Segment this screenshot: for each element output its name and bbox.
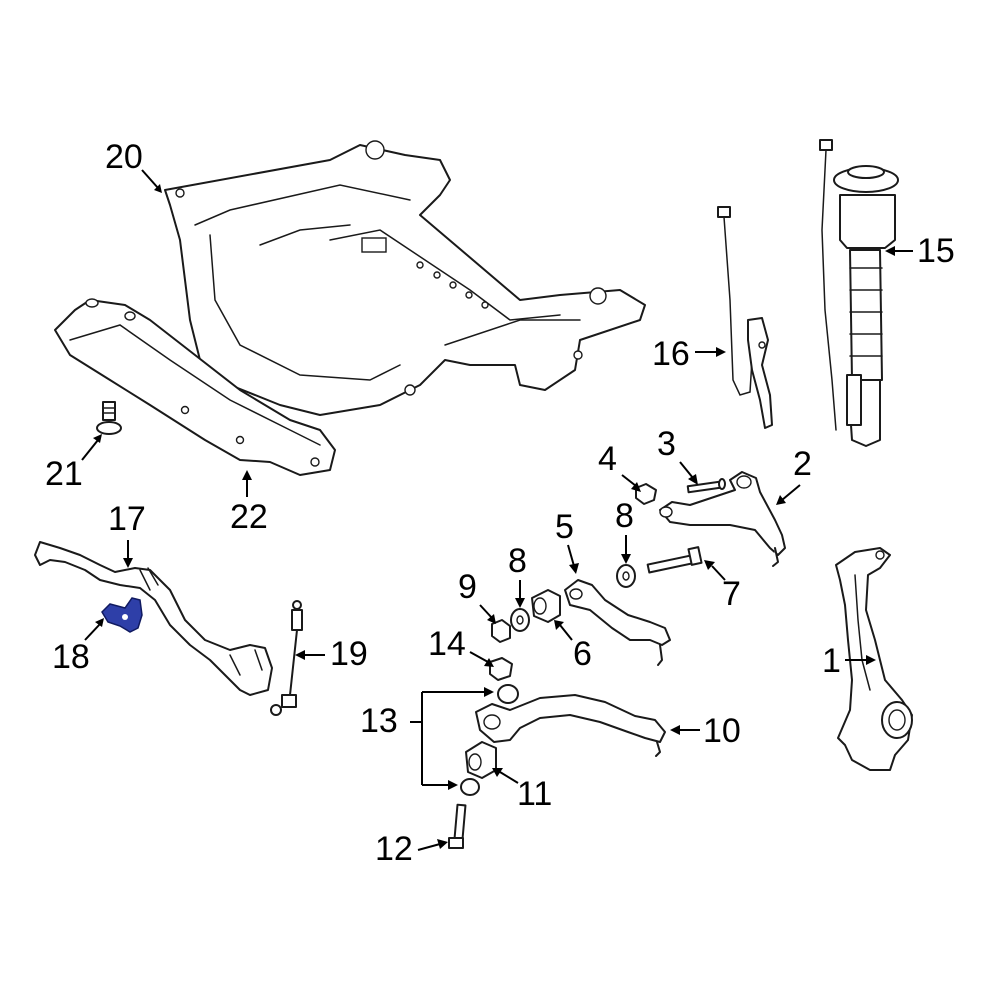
callout-8a: 8 <box>615 497 634 535</box>
callout-5: 5 <box>555 508 574 546</box>
callout-15: 15 <box>917 232 955 270</box>
rear-arm-bolt[interactable] <box>646 546 703 574</box>
leader-18 <box>84 623 101 641</box>
callout-6: 6 <box>573 635 592 673</box>
leader-12 <box>417 843 441 851</box>
leader-20 <box>141 169 159 189</box>
callout-16: 16 <box>652 335 690 373</box>
leader-9 <box>479 604 493 619</box>
callout-20: 20 <box>105 138 143 176</box>
callout-22: 22 <box>230 498 268 536</box>
leader-14 <box>469 651 489 663</box>
lower-rear-arm[interactable] <box>564 579 671 666</box>
stabilizer-bar[interactable] <box>34 541 273 696</box>
callout-2: 2 <box>793 445 812 483</box>
callout-12: 12 <box>375 830 413 868</box>
leader-4 <box>621 474 637 487</box>
callout-7: 7 <box>722 575 741 613</box>
callout-3: 3 <box>657 425 676 463</box>
callout-17: 17 <box>108 500 146 538</box>
callout-14: 14 <box>428 625 466 663</box>
leader-13 <box>410 691 486 786</box>
leader-6 <box>559 624 573 641</box>
leader-3 <box>679 461 694 479</box>
front-arm-bolt[interactable] <box>448 803 467 849</box>
stabilizer-bracket[interactable] <box>101 597 143 633</box>
callout-21: 21 <box>45 455 83 493</box>
upper-arm-bolt[interactable] <box>686 478 726 494</box>
callout-11: 11 <box>517 775 552 813</box>
lower-front-arm[interactable] <box>475 694 666 757</box>
front-arm-bushing[interactable] <box>465 741 497 779</box>
callout-19: 19 <box>330 635 368 673</box>
cross-member[interactable] <box>54 298 336 476</box>
engine-cradle[interactable] <box>164 140 646 416</box>
leader-5 <box>567 544 575 567</box>
sensor-wire[interactable] <box>717 206 773 429</box>
cradle-bolt[interactable] <box>96 401 122 435</box>
front-arm-nut[interactable] <box>489 657 513 681</box>
callout-9: 9 <box>458 568 477 606</box>
callout-18: 18 <box>52 638 90 676</box>
leader-7 <box>711 565 726 581</box>
front-arm-washers[interactable] <box>460 684 519 796</box>
leader-11 <box>499 771 519 784</box>
washer[interactable] <box>510 608 530 632</box>
rear-arm-nut[interactable] <box>491 619 511 643</box>
upper-control-arm[interactable] <box>659 471 786 567</box>
upper-arm-nut[interactable] <box>635 483 657 505</box>
callout-1: 1 <box>822 642 841 680</box>
rear-arm-bushing[interactable] <box>531 589 561 623</box>
washer[interactable] <box>616 564 636 588</box>
callout-4: 4 <box>598 440 617 478</box>
callout-10: 10 <box>703 712 741 750</box>
stabilizer-link[interactable] <box>270 600 303 716</box>
leader-21 <box>81 439 99 461</box>
callout-13: 13 <box>360 702 398 740</box>
leader-2 <box>781 484 801 501</box>
callout-8b: 8 <box>508 542 527 580</box>
air-strut[interactable] <box>819 139 899 447</box>
